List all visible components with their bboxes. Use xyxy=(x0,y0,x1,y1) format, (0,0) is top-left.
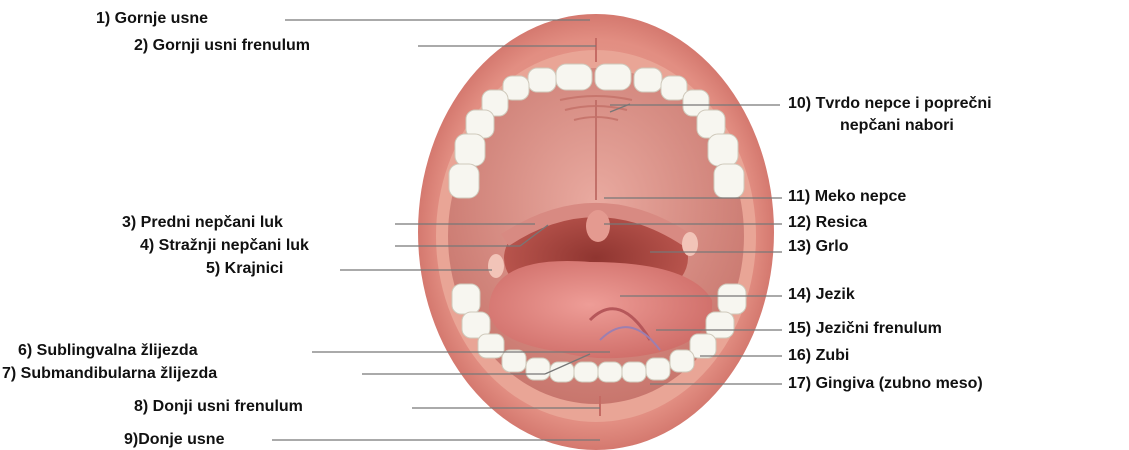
label-12: 12) Resica xyxy=(788,214,867,232)
label-14: 14) Jezik xyxy=(788,286,855,304)
label-17: 17) Gingiva (zubno meso) xyxy=(788,375,983,393)
label-9: 9)Donje usne xyxy=(124,431,224,449)
label-16: 16) Zubi xyxy=(788,347,849,365)
tonsil-left xyxy=(488,254,504,278)
label-10: 10) Tvrdo nepce i poprečni xyxy=(788,95,992,113)
label-4: 4) Stražnji nepčani luk xyxy=(140,237,309,255)
label-15: 15) Jezični frenulum xyxy=(788,320,942,338)
label-3: 3) Predni nepčani luk xyxy=(122,214,283,232)
label-7: 7) Submandibularna žlijezda xyxy=(2,365,217,383)
label-10-cont: nepčani nabori xyxy=(840,117,954,135)
label-1: 1) Gornje usne xyxy=(96,10,208,28)
label-8: 8) Donji usni frenulum xyxy=(134,398,303,416)
label-13: 13) Grlo xyxy=(788,238,848,256)
label-5: 5) Krajnici xyxy=(206,260,283,278)
label-11: 11) Meko nepce xyxy=(788,188,906,206)
label-6: 6) Sublingvalna žlijezda xyxy=(18,342,198,360)
uvula xyxy=(586,210,610,242)
label-2: 2) Gornji usni frenulum xyxy=(134,37,310,55)
